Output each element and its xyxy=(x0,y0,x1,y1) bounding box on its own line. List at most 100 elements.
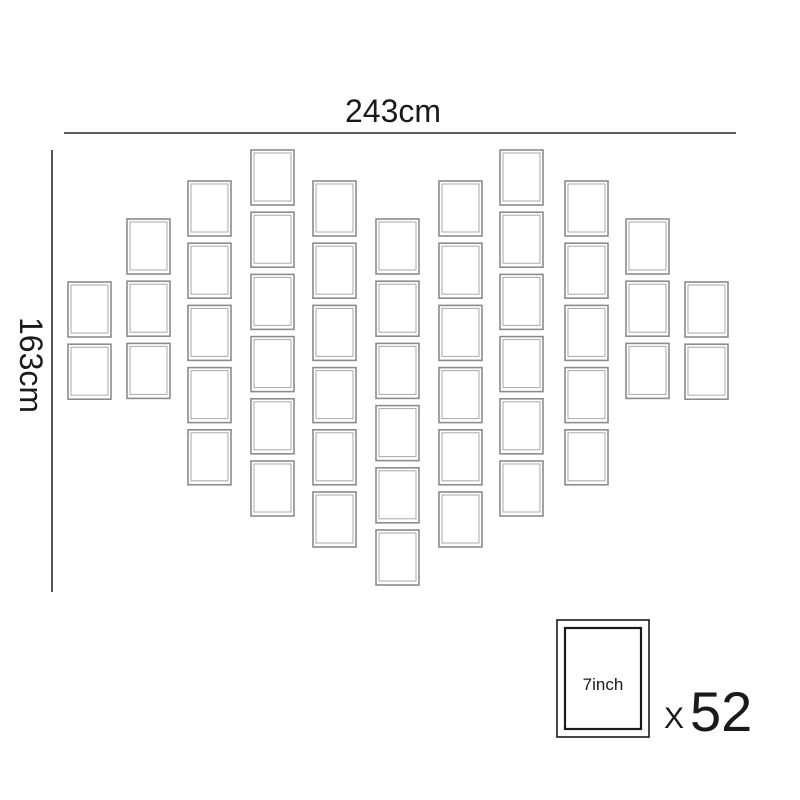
photo-frame-inner xyxy=(502,276,541,326)
photo-frame-inner xyxy=(502,214,541,264)
photo-frame-inner xyxy=(253,276,292,326)
photo-frame xyxy=(438,491,483,548)
photo-frame-inner xyxy=(567,307,606,357)
photo-frame-inner xyxy=(502,152,541,202)
photo-frame-inner xyxy=(315,183,354,233)
photo-frame xyxy=(126,280,171,338)
photo-frame-inner xyxy=(190,432,229,482)
photo-frame-inner xyxy=(441,432,480,482)
photo-frame-inner xyxy=(567,370,606,420)
photo-frame xyxy=(126,342,171,400)
photo-frame-inner xyxy=(567,432,606,482)
photo-frame xyxy=(187,180,232,237)
photo-frame-inner xyxy=(502,401,541,451)
photo-frame xyxy=(375,529,420,586)
photo-frame-inner xyxy=(378,345,417,395)
photo-frame xyxy=(499,397,544,455)
photo-frame xyxy=(187,304,232,362)
photo-frame-inner xyxy=(567,245,606,295)
photo-frame-inner xyxy=(378,408,417,458)
photo-frame-inner xyxy=(628,221,667,271)
photo-frame-inner xyxy=(253,401,292,451)
photo-frame xyxy=(438,428,483,486)
photo-frame xyxy=(187,428,232,486)
photo-frame-inner xyxy=(441,307,480,357)
photo-frame xyxy=(438,180,483,237)
photo-frame-inner xyxy=(315,494,354,544)
photo-frame xyxy=(438,242,483,299)
photo-frame xyxy=(312,180,357,237)
photo-frame xyxy=(684,343,729,401)
photo-frame xyxy=(625,218,670,275)
photo-frame-inner xyxy=(628,283,667,333)
photo-frame-inner xyxy=(253,214,292,264)
photo-frame-inner xyxy=(129,221,168,271)
photo-frame-inner xyxy=(315,432,354,482)
photo-frame xyxy=(499,149,544,206)
photo-frame xyxy=(438,366,483,424)
photo-frame-inner xyxy=(687,346,726,396)
photo-frame-inner xyxy=(190,370,229,420)
photo-frame-inner xyxy=(687,284,726,334)
photo-frame-inner xyxy=(315,245,354,295)
photo-frame xyxy=(564,242,609,299)
photo-frame-inner xyxy=(70,346,109,396)
photo-frame-inner xyxy=(190,307,229,357)
photo-frame-inner xyxy=(253,152,292,202)
legend-frame-inner xyxy=(563,626,643,731)
photo-frame-inner xyxy=(441,183,480,233)
photo-frame-inner xyxy=(315,307,354,357)
photo-frame xyxy=(499,460,544,517)
photo-frame xyxy=(499,273,544,331)
photo-frame xyxy=(499,335,544,393)
frame-size-legend: 7inch X 52 xyxy=(556,619,752,743)
photo-frame xyxy=(375,404,420,462)
photo-frame xyxy=(312,242,357,299)
photo-frame-inner xyxy=(378,532,417,582)
photo-frame xyxy=(375,280,420,338)
photo-frame xyxy=(564,428,609,486)
photo-frame xyxy=(312,491,357,548)
photo-frame-inner xyxy=(253,339,292,389)
photo-frame-inner xyxy=(378,470,417,520)
photo-frame-inner xyxy=(315,370,354,420)
photo-frame xyxy=(375,342,420,400)
photo-frame-inner xyxy=(567,183,606,233)
photo-frame-inner xyxy=(441,494,480,544)
photo-frame xyxy=(625,342,670,400)
photo-frame xyxy=(375,218,420,275)
photo-frame xyxy=(312,366,357,424)
photo-frame-inner xyxy=(190,245,229,295)
photo-frame-inner xyxy=(378,283,417,333)
photo-frame xyxy=(250,460,295,517)
photo-frame-inner xyxy=(441,370,480,420)
photo-frame-inner xyxy=(70,284,109,334)
photo-frame-inner xyxy=(129,345,168,395)
photo-frame-inner xyxy=(502,463,541,513)
photo-frame xyxy=(187,366,232,424)
photo-frame-inner xyxy=(253,463,292,513)
photo-frame xyxy=(67,343,112,401)
photo-frame xyxy=(438,304,483,362)
width-dimension-label: 243cm xyxy=(345,93,441,129)
legend-frame-count: 52 xyxy=(690,680,752,743)
height-dimension-label: 163cm xyxy=(13,317,49,413)
photo-frame xyxy=(250,397,295,455)
photo-frame-inner xyxy=(190,183,229,233)
photo-frame xyxy=(250,149,295,206)
photo-frame-inner xyxy=(441,245,480,295)
photo-frame xyxy=(250,335,295,393)
photo-frame xyxy=(312,304,357,362)
photo-frame xyxy=(250,211,295,268)
photo-frame xyxy=(499,211,544,268)
photo-frame xyxy=(312,428,357,486)
photo-frame xyxy=(564,304,609,362)
photo-frame-inner xyxy=(628,345,667,395)
photo-frame-inner xyxy=(502,339,541,389)
photo-frame xyxy=(625,280,670,338)
photo-frame-inner xyxy=(129,283,168,333)
legend-frame-size-label: 7inch xyxy=(583,675,624,694)
photo-frame xyxy=(375,466,420,524)
photo-frame xyxy=(187,242,232,299)
